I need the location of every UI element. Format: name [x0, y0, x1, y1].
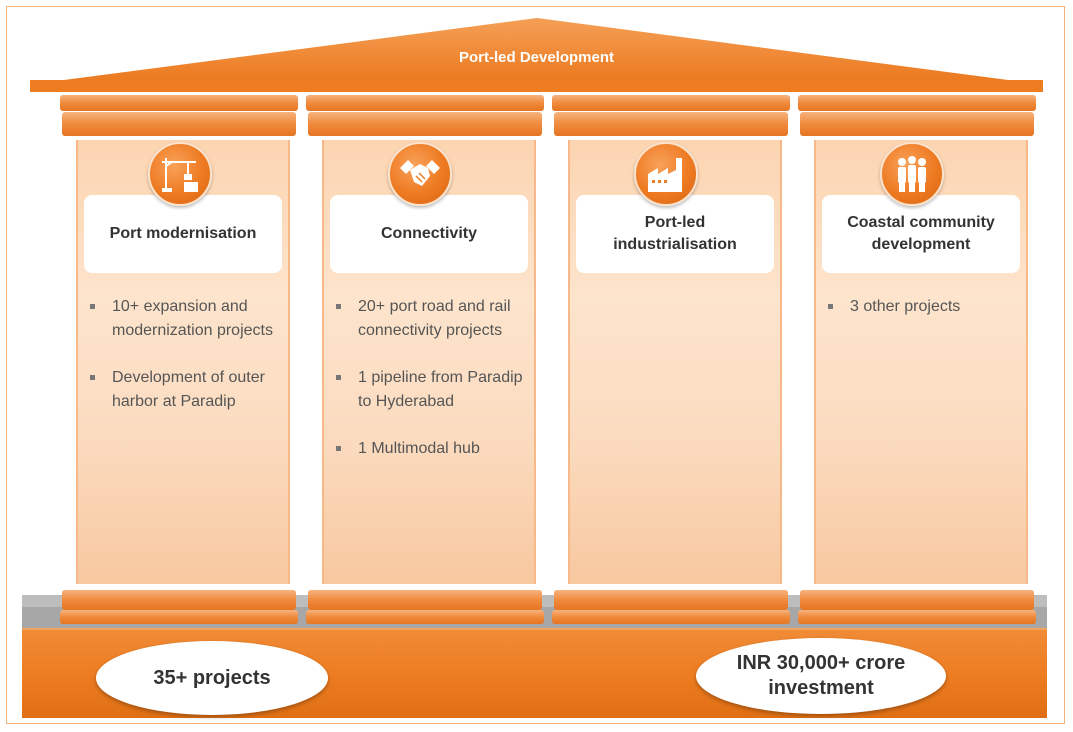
handshake-icon	[388, 142, 452, 206]
pillar-plinth	[308, 590, 542, 610]
pillar-plinth	[62, 590, 296, 610]
investment-oval: INR 30,000+ crore investment	[696, 638, 946, 714]
pillar-plinth	[60, 610, 298, 624]
bullet-item: 1 pipeline from Paradip to Hyderabad	[334, 366, 524, 414]
bullet-item: 1 Multimodal hub	[334, 437, 524, 461]
pillar-capital	[308, 112, 542, 136]
pillar-port-led-industrialisation: Port-led industrialisation	[568, 140, 782, 584]
bullet-list: 20+ port road and rail connectivity proj…	[334, 295, 524, 484]
roof	[30, 18, 1043, 92]
pillar-port-modernisation: Port modernisation 10+ expansion and mod…	[76, 140, 290, 584]
bullet-item: 3 other projects	[826, 295, 1016, 319]
pillar-plinth	[798, 610, 1036, 624]
pillar-connectivity: Connectivity 20+ port road and rail conn…	[322, 140, 536, 584]
pillar-capital	[800, 112, 1034, 136]
roof-title: Port-led Development	[458, 49, 615, 66]
pillar-title: Port-led industrialisation	[576, 195, 774, 273]
crane-icon	[148, 142, 212, 206]
bullet-item: 10+ expansion and modernization projects	[88, 295, 278, 343]
bullet-item: 20+ port road and rail connectivity proj…	[334, 295, 524, 343]
diagram-frame	[6, 6, 1065, 724]
pillar-capital	[552, 95, 790, 111]
pillar-title: Connectivity	[330, 195, 528, 273]
pillar-title: Port modernisation	[84, 195, 282, 273]
bullet-item: Development of outer harbor at Paradip	[88, 366, 278, 414]
bullet-list: 10+ expansion and modernization projects…	[88, 295, 278, 437]
pillar-plinth	[552, 610, 790, 624]
projects-count-oval: 35+ projects	[96, 641, 328, 715]
factory-icon	[634, 142, 698, 206]
pillar-capital	[62, 112, 296, 136]
pillar-capital	[306, 95, 544, 111]
pillar-plinth	[306, 610, 544, 624]
pillar-capital	[60, 95, 298, 111]
pillar-capital	[554, 112, 788, 136]
pillar-plinth	[554, 590, 788, 610]
people-icon	[880, 142, 944, 206]
pillar-coastal-community-development: Coastal community development 3 other pr…	[814, 140, 1028, 584]
pillar-title: Coastal community development	[822, 195, 1020, 273]
pillar-capital	[798, 95, 1036, 111]
pillar-plinth	[800, 590, 1034, 610]
bullet-list: 3 other projects	[826, 295, 1016, 342]
